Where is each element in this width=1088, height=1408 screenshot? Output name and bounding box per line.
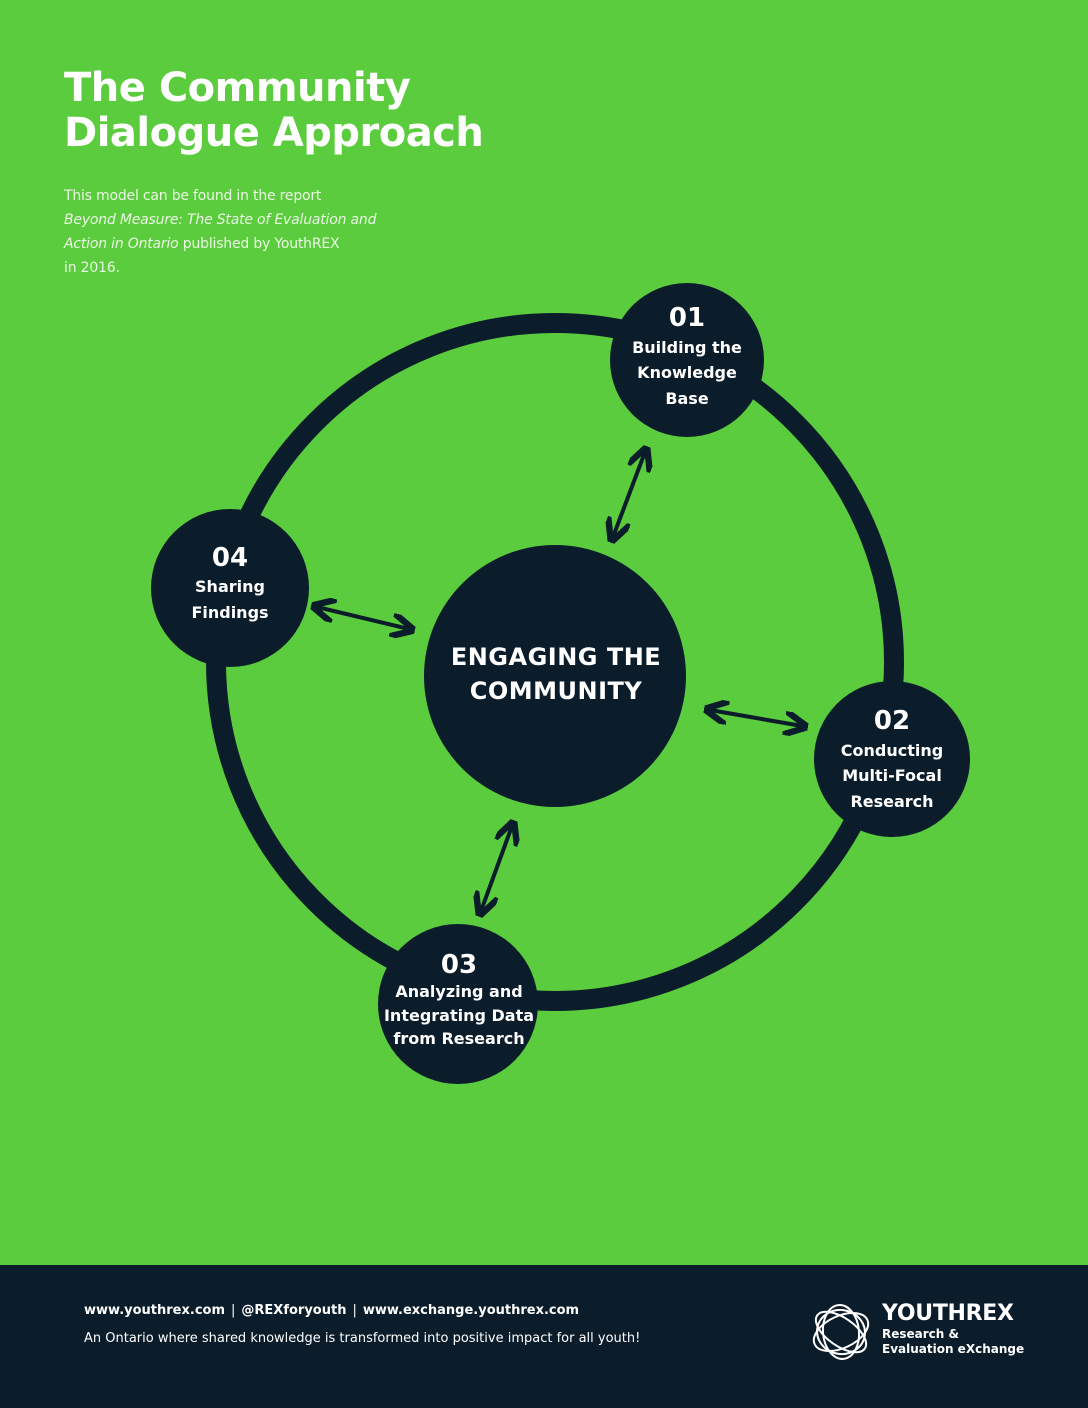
arrow-node-04 bbox=[317, 607, 409, 629]
footer: www.youthrex.com | @REXforyouth | www.exchan… bbox=[0, 1265, 1088, 1408]
node-04: 04 Sharing Findings bbox=[151, 509, 309, 667]
node-02-number: 02 bbox=[874, 706, 910, 736]
report-title-line-2: Action in Ontario bbox=[64, 236, 179, 252]
intro-line-4: in 2016. bbox=[64, 260, 120, 276]
arrow-node-01 bbox=[613, 452, 645, 537]
center-label-line-1: ENGAGING THE bbox=[451, 643, 661, 671]
node-04-number: 04 bbox=[212, 543, 248, 573]
link-separator: | bbox=[231, 1303, 236, 1318]
node-03: 03 Analyzing and Integrating Data from R… bbox=[378, 924, 538, 1084]
node-04-label-line-1: Sharing bbox=[195, 577, 265, 596]
logo-name: YOUTHREX bbox=[882, 1301, 1014, 1326]
footer-tagline: An Ontario where shared knowledge is tra… bbox=[84, 1331, 641, 1346]
intro-line-1: This model can be found in the report bbox=[64, 188, 322, 204]
intro-text: This model can be found in the report Be… bbox=[64, 184, 384, 280]
node-03-label-line-2: Integrating Data bbox=[384, 1006, 534, 1025]
logo-subtitle-line-2: Evaluation eXchange bbox=[882, 1342, 1025, 1356]
logo-subtitle-line-1: Research & bbox=[882, 1327, 959, 1341]
title-line-2: Dialogue Approach bbox=[64, 110, 484, 156]
node-01-number: 01 bbox=[669, 303, 705, 333]
center-label-line-2: COMMUNITY bbox=[470, 677, 643, 705]
twitter-link[interactable]: @REXforyouth bbox=[241, 1303, 347, 1318]
node-02-label-line-2: Multi-Focal bbox=[842, 766, 942, 785]
node-03-number: 03 bbox=[441, 950, 477, 980]
node-02-label-line-1: Conducting bbox=[841, 741, 943, 760]
website-link[interactable]: www.youthrex.com bbox=[84, 1303, 226, 1318]
node-02: 02 Conducting Multi-Focal Research bbox=[814, 681, 970, 837]
node-01-label-line-3: Base bbox=[665, 389, 709, 408]
youthrex-logo: YOUTHREX Research & Evaluation eXchange bbox=[808, 1299, 1038, 1369]
intro-publisher: published by YouthREX bbox=[178, 236, 340, 252]
exchange-link[interactable]: www.exchange.youthrex.com bbox=[362, 1303, 580, 1318]
node-03-label-line-3: from Research bbox=[393, 1029, 524, 1048]
arrow-node-02 bbox=[710, 710, 802, 726]
node-01-label-line-1: Building the bbox=[632, 338, 742, 357]
node-03-label-line-1: Analyzing and bbox=[395, 982, 522, 1001]
logo-subtitle: Research & Evaluation eXchange bbox=[882, 1327, 1032, 1357]
page-title: The Community Dialogue Approach bbox=[64, 65, 484, 156]
node-01-label-line-2: Knowledge bbox=[637, 363, 737, 382]
arrow-node-03 bbox=[481, 826, 512, 911]
node-01: 01 Building the Knowledge Base bbox=[610, 283, 764, 437]
globe-orbit-icon bbox=[812, 1304, 870, 1360]
community-dialogue-diagram: ENGAGING THE COMMUNITY 01 Building the K… bbox=[151, 283, 970, 1084]
node-04-label-line-2: Findings bbox=[191, 603, 268, 622]
footer-links: www.youthrex.com | @REXforyouth | www.exchan… bbox=[84, 1303, 579, 1318]
report-title-line-1: Beyond Measure: The State of Evaluation … bbox=[64, 212, 377, 228]
title-line-1: The Community bbox=[64, 65, 411, 111]
center-circle: ENGAGING THE COMMUNITY bbox=[424, 545, 686, 807]
link-separator: | bbox=[352, 1303, 357, 1318]
node-02-label-line-3: Research bbox=[850, 792, 933, 811]
